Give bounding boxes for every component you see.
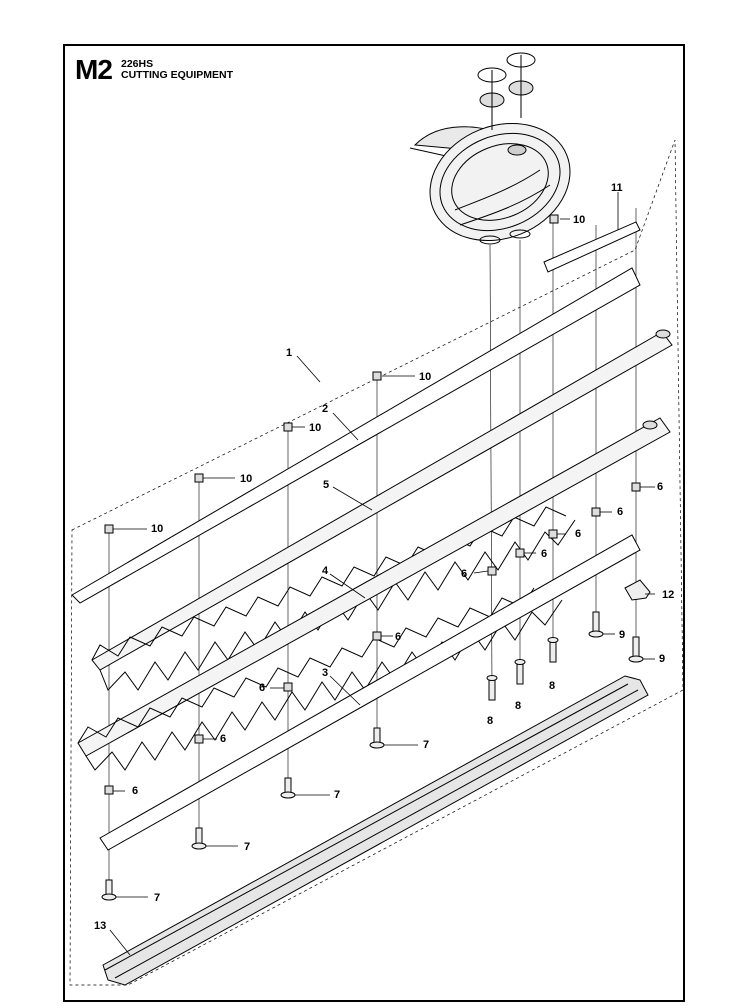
leader-lines — [109, 192, 655, 956]
part-12-clip — [624, 579, 651, 601]
callout-7: 7 — [423, 739, 429, 751]
diagram-subtitle: CUTTING EQUIPMENT — [121, 69, 233, 81]
callout-6: 6 — [575, 528, 581, 540]
callout-6: 6 — [259, 682, 265, 694]
callout-8: 8 — [515, 700, 521, 712]
bolts — [101, 611, 644, 901]
callout-9: 9 — [619, 629, 625, 641]
callout-7: 7 — [244, 841, 250, 853]
callout-6: 6 — [657, 481, 663, 493]
callout-2: 2 — [322, 403, 328, 415]
callout-8: 8 — [549, 680, 555, 692]
callout-labels: 1 2 3 4 5 6 6 6 6 6 6 6 6 6 7 7 7 7 8 8 … — [94, 182, 674, 932]
callout-13: 13 — [94, 920, 106, 932]
callout-10: 10 — [419, 371, 431, 383]
model-number: 226HS — [121, 58, 154, 70]
callout-1: 1 — [286, 347, 292, 359]
callout-6: 6 — [617, 506, 623, 518]
diagram-code: M2 — [75, 54, 113, 85]
callout-10: 10 — [309, 422, 321, 434]
callout-9: 9 — [659, 653, 665, 665]
part-3-guide-bar — [99, 534, 641, 851]
callout-6: 6 — [541, 548, 547, 560]
callout-10: 10 — [151, 523, 163, 535]
diagram-frame — [63, 44, 685, 1002]
callout-6: 6 — [395, 631, 401, 643]
callout-8: 8 — [487, 715, 493, 727]
callout-11: 11 — [611, 182, 623, 194]
nuts — [104, 214, 641, 795]
callout-3: 3 — [322, 667, 328, 679]
callout-5: 5 — [323, 479, 329, 491]
part-2-guide-bar — [71, 267, 641, 604]
part-4-blade — [77, 417, 671, 771]
part-11-plate — [543, 221, 641, 273]
callout-6: 6 — [461, 568, 467, 580]
callout-6: 6 — [132, 785, 138, 797]
callout-7: 7 — [334, 789, 340, 801]
callout-10: 10 — [240, 473, 252, 485]
callout-10: 10 — [573, 214, 585, 226]
callout-7: 7 — [154, 892, 160, 904]
callout-4: 4 — [322, 565, 329, 577]
callout-6: 6 — [220, 733, 226, 745]
callout-12: 12 — [662, 589, 674, 601]
part-13-blade-guard — [102, 675, 649, 986]
gear-housing — [409, 122, 571, 245]
gear-pinions — [477, 52, 536, 130]
assembly-outline — [69, 139, 684, 986]
